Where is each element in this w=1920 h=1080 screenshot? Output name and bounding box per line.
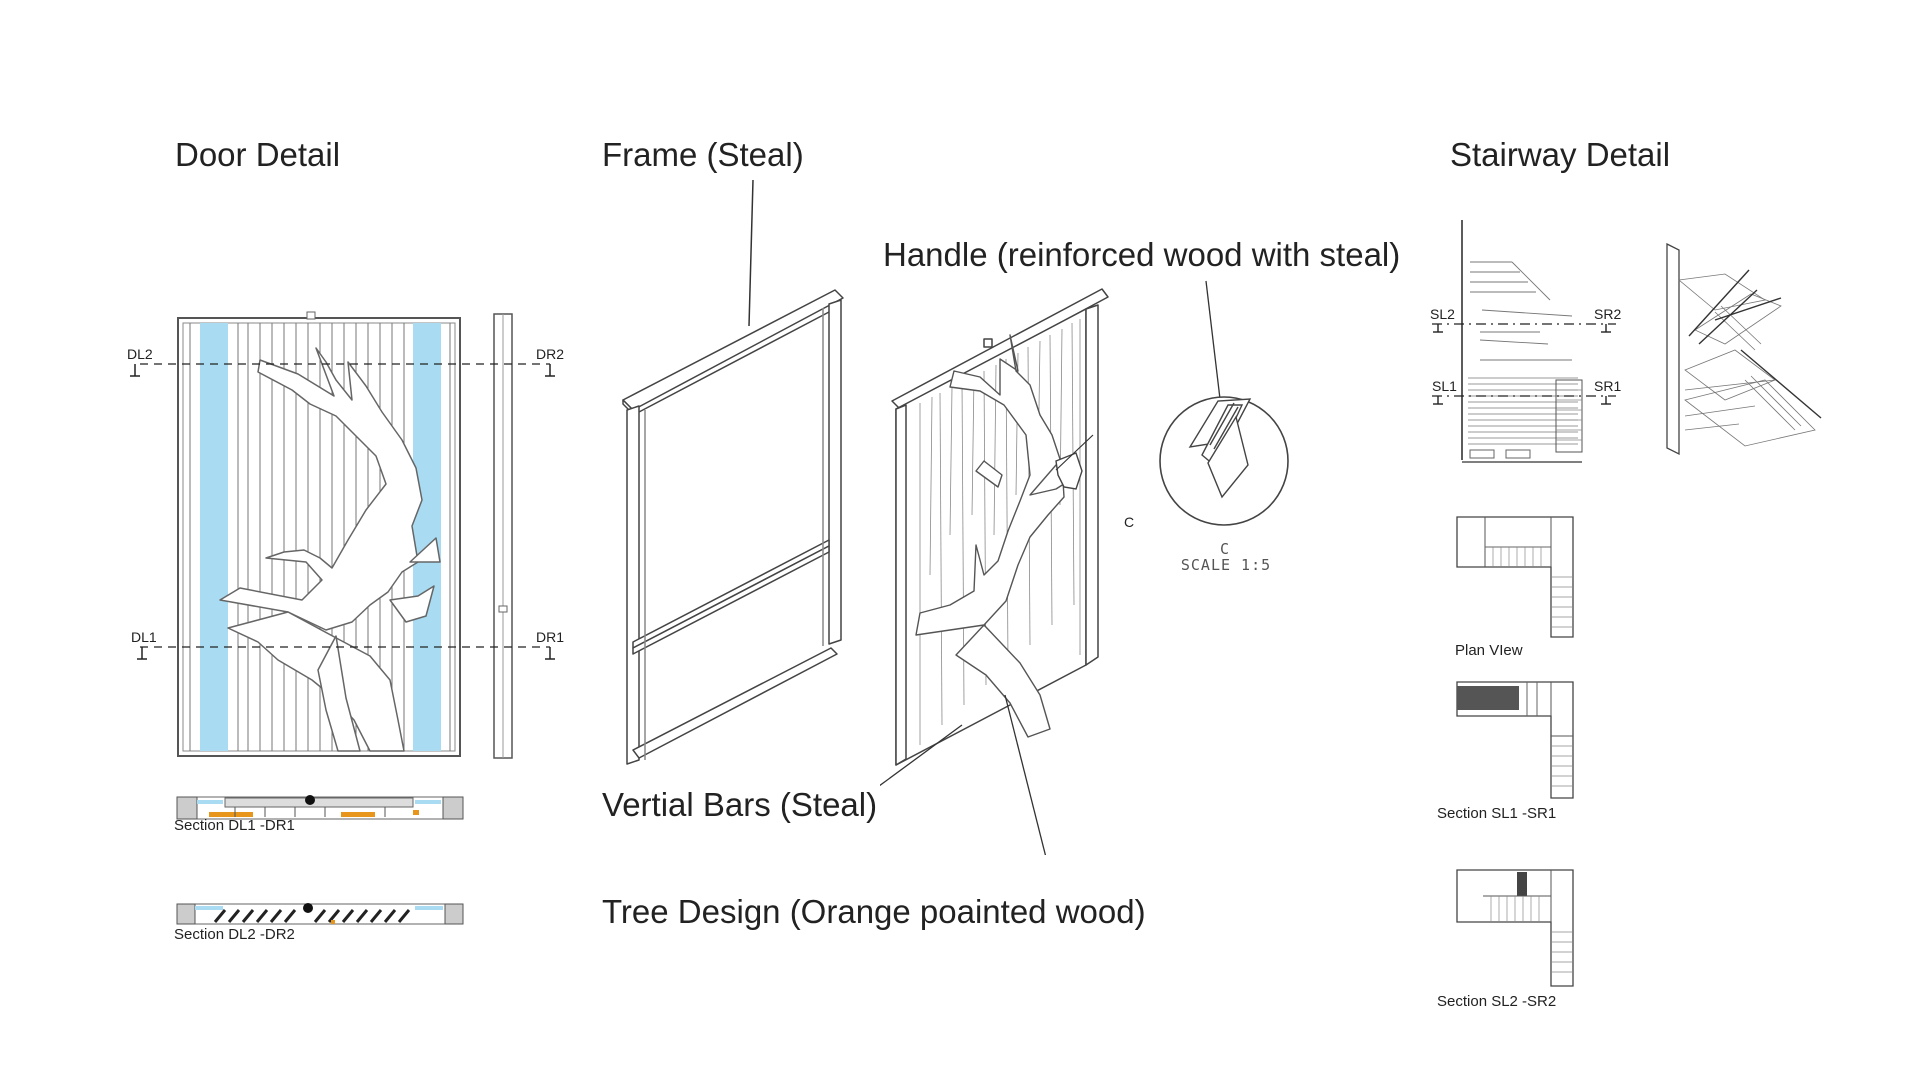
stairway-detail-title: Stairway Detail <box>1450 136 1671 173</box>
handle-detail-scale: SCALE 1:5 <box>1180 556 1272 574</box>
handle-callout: Handle (reinforced wood with steal) <box>883 236 1401 273</box>
door-section2-caption: Section DL2 -DR2 <box>174 926 295 943</box>
stair-marker-sr1: SR1 <box>1594 378 1622 394</box>
stair-plan-view <box>1456 516 1574 638</box>
door-section1-caption: Section DL1 -DR1 <box>174 817 295 834</box>
door-elevation <box>130 311 555 759</box>
handle-detail-ref: C <box>1219 540 1231 558</box>
stair-section2-caption: Section SL2 -SR2 <box>1437 993 1557 1010</box>
handle-detail-circle <box>1159 280 1289 526</box>
vertical-bars-callout: Vertial Bars (Steal) <box>602 786 878 823</box>
frame-isometric <box>622 180 844 765</box>
door-section-dl2-dr2 <box>176 903 464 925</box>
stair-section-sl1-sr1 <box>1456 681 1574 799</box>
stair-section-sl2-sr2 <box>1456 869 1574 987</box>
tree-design-callout: Tree Design (Orange poainted wood) <box>602 893 1146 930</box>
stair-marker-sl2: SL2 <box>1430 306 1455 322</box>
door-marker-dr1: DR1 <box>536 629 565 645</box>
door-detail-title: Door Detail <box>175 136 341 173</box>
stair-marker-sr2: SR2 <box>1594 306 1622 322</box>
door-marker-dl1: DL1 <box>131 629 157 645</box>
stair-marker-sl1: SL1 <box>1432 378 1457 394</box>
handle-detail-marker: C <box>1124 514 1135 530</box>
door-section-dl1-dr1 <box>176 795 464 820</box>
stair-elevation <box>1432 220 1616 463</box>
door-marker-dr2: DR2 <box>536 346 565 362</box>
frame-callout: Frame (Steal) <box>602 136 804 173</box>
door-marker-dl2: DL2 <box>127 346 153 362</box>
stair-section1-caption: Section SL1 -SR1 <box>1437 805 1557 822</box>
stair-isometric <box>1666 242 1822 456</box>
door-isometric <box>880 288 1109 855</box>
stair-plan-caption: Plan VIew <box>1455 642 1523 659</box>
